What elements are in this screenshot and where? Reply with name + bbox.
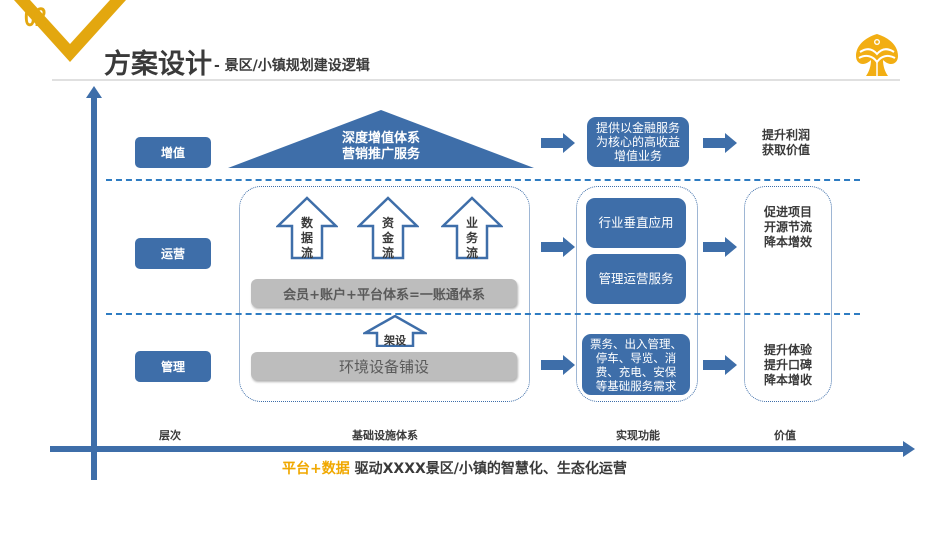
flow-char: 流 <box>381 246 394 260</box>
flow-char: 流 <box>465 246 478 260</box>
value-line: 获取价值 <box>761 143 810 157</box>
horizontal-axis-arrowhead <box>903 441 915 457</box>
industry-vertical-app-box: 行业垂直应用 <box>586 198 686 248</box>
value-container <box>744 186 832 402</box>
value-line: 提升利润 <box>761 128 810 142</box>
capital-flow-up-arrow-icon <box>357 196 419 260</box>
management-value: 提升体验 提升口碑 降本增收 <box>746 343 830 388</box>
flow-char: 据 <box>300 231 313 245</box>
value-line: 促进项目 <box>763 205 812 219</box>
function-line: 提供以金融服务 <box>595 121 680 135</box>
page-title: 方案设计 <box>104 49 212 80</box>
build-label: 架设 <box>384 334 406 347</box>
account-system-bar: 会员+账户+平台体系=一账通体系 <box>251 279 517 307</box>
function-line: 增值业务 <box>613 149 662 163</box>
value-line: 提升口碑 <box>763 358 812 372</box>
footer-text: 驱动XXXX景区/小镇的智慧化、生态化运营 <box>349 461 627 477</box>
management-operation-service-box: 管理运营服务 <box>586 254 686 304</box>
function-line: 费、充电、安保 <box>595 364 677 379</box>
layer-management[interactable]: 管理 <box>135 351 211 382</box>
right-arrow-icon <box>703 133 737 153</box>
value-line: 开源节流 <box>763 220 812 234</box>
right-arrow-icon <box>703 237 737 257</box>
axis-label-infrastructure: 基础设施体系 <box>352 429 418 442</box>
right-arrow-icon <box>541 237 575 257</box>
value-added-function-box: 提供以金融服务 为核心的高收益 增值业务 <box>587 117 689 167</box>
function-container <box>576 186 698 402</box>
right-arrow-icon <box>703 355 737 375</box>
layer-value-added[interactable]: 增值 <box>135 137 211 168</box>
basic-services-box: 票务、出入管理、 停车、导览、消 费、充电、安保 等基础服务需求 <box>582 334 690 395</box>
section-corner-badge <box>14 0 126 62</box>
build-up-arrow-icon <box>363 315 427 347</box>
equipment-bar: 环境设备铺设 <box>251 352 517 380</box>
value-added-pyramid <box>228 110 534 168</box>
flow-char: 务 <box>465 231 478 245</box>
horizontal-axis <box>50 446 905 452</box>
axis-label-layer: 层次 <box>159 429 181 442</box>
business-flow-up-arrow-icon <box>441 196 503 260</box>
header-divider <box>52 79 900 81</box>
value-line: 提升体验 <box>763 343 812 357</box>
right-arrow-icon <box>541 133 575 153</box>
value-line: 降本增收 <box>763 373 812 387</box>
layer-operation[interactable]: 运营 <box>135 238 211 269</box>
function-line: 票务、出入管理、 <box>590 336 682 351</box>
pyramid-line: 营销推广服务 <box>341 147 420 162</box>
layer-separator <box>106 313 860 315</box>
business-flow-label: 业 务 流 <box>441 216 503 261</box>
data-flow-up-arrow-icon <box>276 196 338 260</box>
data-flow-label: 数 据 流 <box>276 216 338 261</box>
capital-flow-label: 资 金 流 <box>357 216 419 261</box>
pyramid-text: 深度增值体系 营销推广服务 <box>228 131 534 163</box>
vertical-axis <box>91 96 97 480</box>
page-subtitle: - 景区/小镇规划建设逻辑 <box>214 58 370 74</box>
operation-value: 促进项目 开源节流 降本增效 <box>746 205 830 250</box>
golden-leaf-logo-icon <box>856 34 898 76</box>
function-line: 停车、导览、消 <box>595 350 677 365</box>
flow-char: 流 <box>300 246 313 260</box>
function-line: 等基础服务需求 <box>595 378 677 393</box>
flow-char: 资 <box>381 216 394 230</box>
axis-label-value: 价值 <box>774 429 796 442</box>
value-added-value: 提升利润 获取价值 <box>746 128 826 158</box>
infrastructure-container <box>239 186 530 402</box>
footer-highlight: 平台+数据 <box>282 461 350 477</box>
flow-char: 数 <box>300 216 313 230</box>
function-line: 为核心的高收益 <box>595 135 680 149</box>
footer-tagline: 平台+数据 驱动XXXX景区/小镇的智慧化、生态化运营 <box>282 458 627 478</box>
vertical-axis-arrowhead <box>86 86 102 98</box>
axis-label-function: 实现功能 <box>616 429 660 442</box>
right-arrow-icon <box>541 355 575 375</box>
pyramid-line: 深度增值体系 <box>341 131 420 146</box>
value-line: 降本增效 <box>763 235 812 249</box>
layer-separator <box>106 179 860 181</box>
flow-char: 金 <box>381 231 394 245</box>
flow-char: 业 <box>465 216 478 230</box>
section-number: 02 <box>24 2 47 32</box>
